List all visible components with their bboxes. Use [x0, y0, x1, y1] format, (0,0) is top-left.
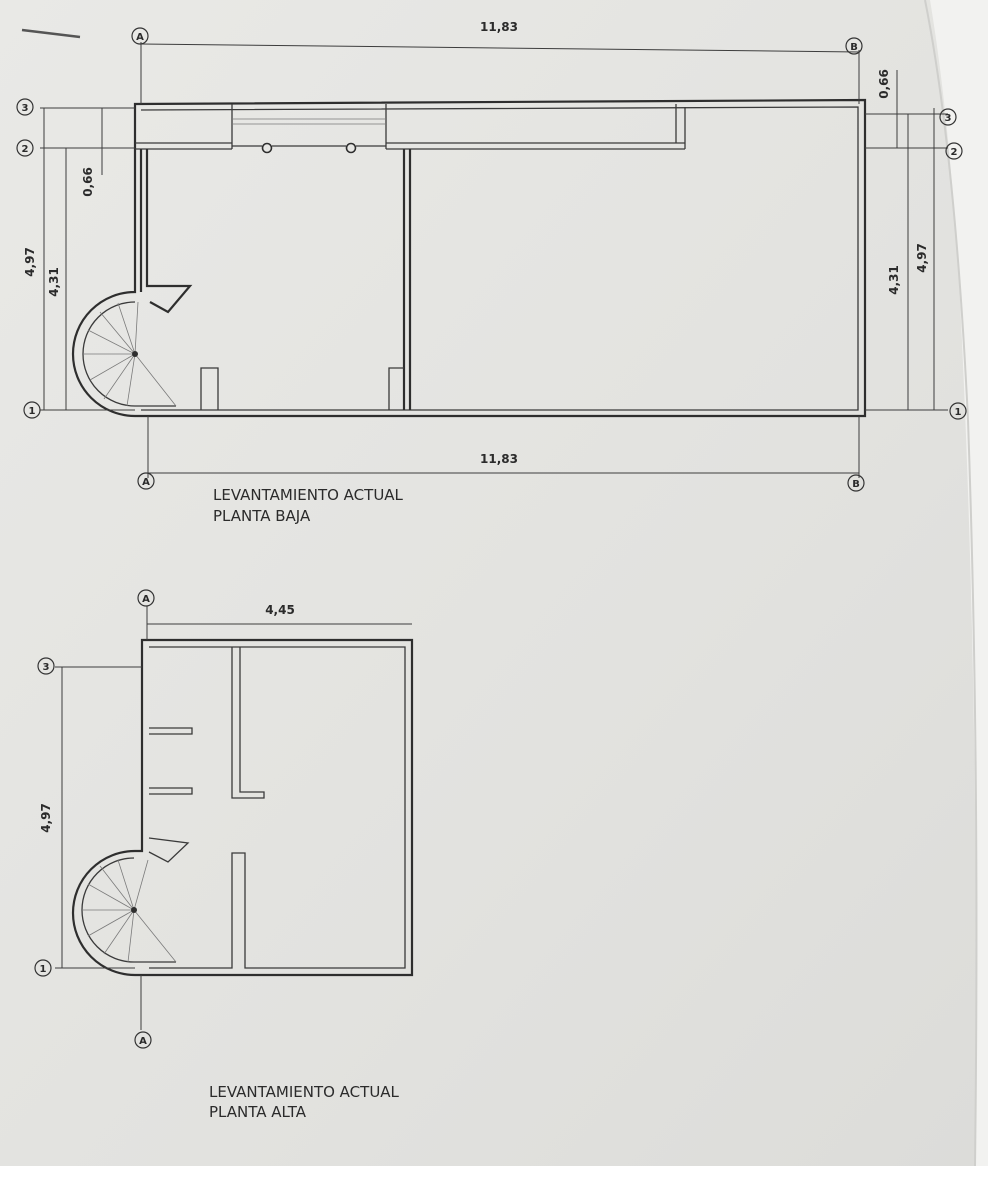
ground-dim-top-text: 11,83: [480, 20, 518, 34]
ground-stub-wall-left: [200, 367, 219, 410]
grid-bubble-3-left: 3: [16, 98, 34, 116]
ground-grid-lines: [40, 42, 948, 478]
ground-left-wall: [139, 149, 193, 314]
grid-bubble-b-top: B: [845, 37, 863, 55]
grid-bubble-a-upper-bottom: A: [134, 1031, 152, 1049]
svg-text:A: A: [142, 594, 150, 605]
paper-edge-shadow: [930, 0, 988, 1166]
svg-text:A: A: [139, 1036, 147, 1047]
svg-text:3: 3: [945, 113, 952, 124]
upper-spiral-stair: [81, 857, 177, 963]
paper-curl-right: [924, 0, 978, 1167]
svg-text:B: B: [852, 479, 860, 490]
ground-inner-wall: [140, 106, 859, 411]
ground-outer-wall: [71, 98, 867, 418]
grid-bubble-a-upper-top: A: [137, 589, 155, 607]
ground-dim-left-inner-text: 4,31: [47, 267, 61, 297]
ground-plan-title-line1: LEVANTAMIENTO ACTUAL: [213, 486, 404, 504]
ground-top-strip: [135, 104, 686, 150]
svg-text:1: 1: [40, 964, 47, 975]
grid-bubble-3-upper: 3: [37, 657, 55, 675]
ground-dim-left-small-text: 0,66: [81, 167, 95, 197]
ground-floor-plan: 11,83 11,83 4,97 4,31 0,66 0,66 4,31 4,9…: [16, 20, 967, 525]
upper-inner-wall: [149, 646, 406, 969]
grid-bubble-2-left: 2: [16, 139, 34, 157]
grid-bubble-b-bottom: B: [847, 474, 865, 492]
ground-window-rail: [232, 118, 386, 125]
ground-column-left: [261, 142, 273, 154]
ground-dim-left-outer-text: 4,97: [23, 247, 37, 277]
ground-dim-right-lines: [896, 70, 935, 410]
ground-spiral-stair: [82, 301, 177, 407]
ground-plan-title-line2: PLANTA BAJA: [213, 507, 311, 525]
upper-grid-lines: [55, 606, 148, 1030]
ground-dim-bottom-text: 11,83: [480, 452, 518, 466]
pen-mark: [21, 28, 81, 39]
ground-dim-top: [140, 43, 860, 53]
grid-bubble-1-left: 1: [23, 401, 41, 419]
upper-partition-wall: [231, 647, 265, 799]
upper-dim-left-text: 4,97: [39, 803, 53, 833]
ground-partition-wall: [402, 149, 412, 410]
ground-dim-right-small-text: 0,66: [877, 69, 891, 99]
svg-text:3: 3: [22, 103, 29, 114]
upper-plan-title-line1: LEVANTAMIENTO ACTUAL: [209, 1083, 400, 1101]
ground-column-right: [345, 142, 357, 154]
ground-dim-right-inner-text: 4,31: [887, 265, 901, 295]
ground-dim-left-lines: [43, 108, 103, 410]
ground-stub-wall-right: [388, 367, 404, 410]
grid-bubble-a-bottom: A: [137, 472, 155, 490]
svg-text:1: 1: [955, 407, 962, 418]
grid-bubble-1-right: 1: [949, 402, 967, 420]
svg-text:B: B: [850, 42, 858, 53]
upper-dim-top-text: 4,45: [265, 603, 295, 617]
svg-text:2: 2: [951, 147, 958, 158]
svg-text:2: 2: [22, 144, 29, 155]
grid-bubble-1-upper: 1: [34, 959, 52, 977]
grid-bubble-a-top: A: [131, 27, 149, 45]
grid-bubble-3-right: 3: [939, 108, 957, 126]
upper-floor-plan: 4,45 4,97 A 3 1 A LEVANTAMIENTO ACTUAL P…: [34, 589, 414, 1121]
upper-closet-shelves: [148, 727, 193, 863]
svg-text:1: 1: [29, 406, 36, 417]
svg-text:A: A: [136, 32, 144, 43]
grid-bubble-2-right: 2: [945, 142, 963, 160]
svg-text:A: A: [142, 477, 150, 488]
svg-text:3: 3: [43, 662, 50, 673]
upper-plan-title-line2: PLANTA ALTA: [209, 1103, 307, 1121]
ground-dim-right-outer-text: 4,97: [915, 243, 929, 273]
upper-outer-wall: [71, 638, 414, 977]
